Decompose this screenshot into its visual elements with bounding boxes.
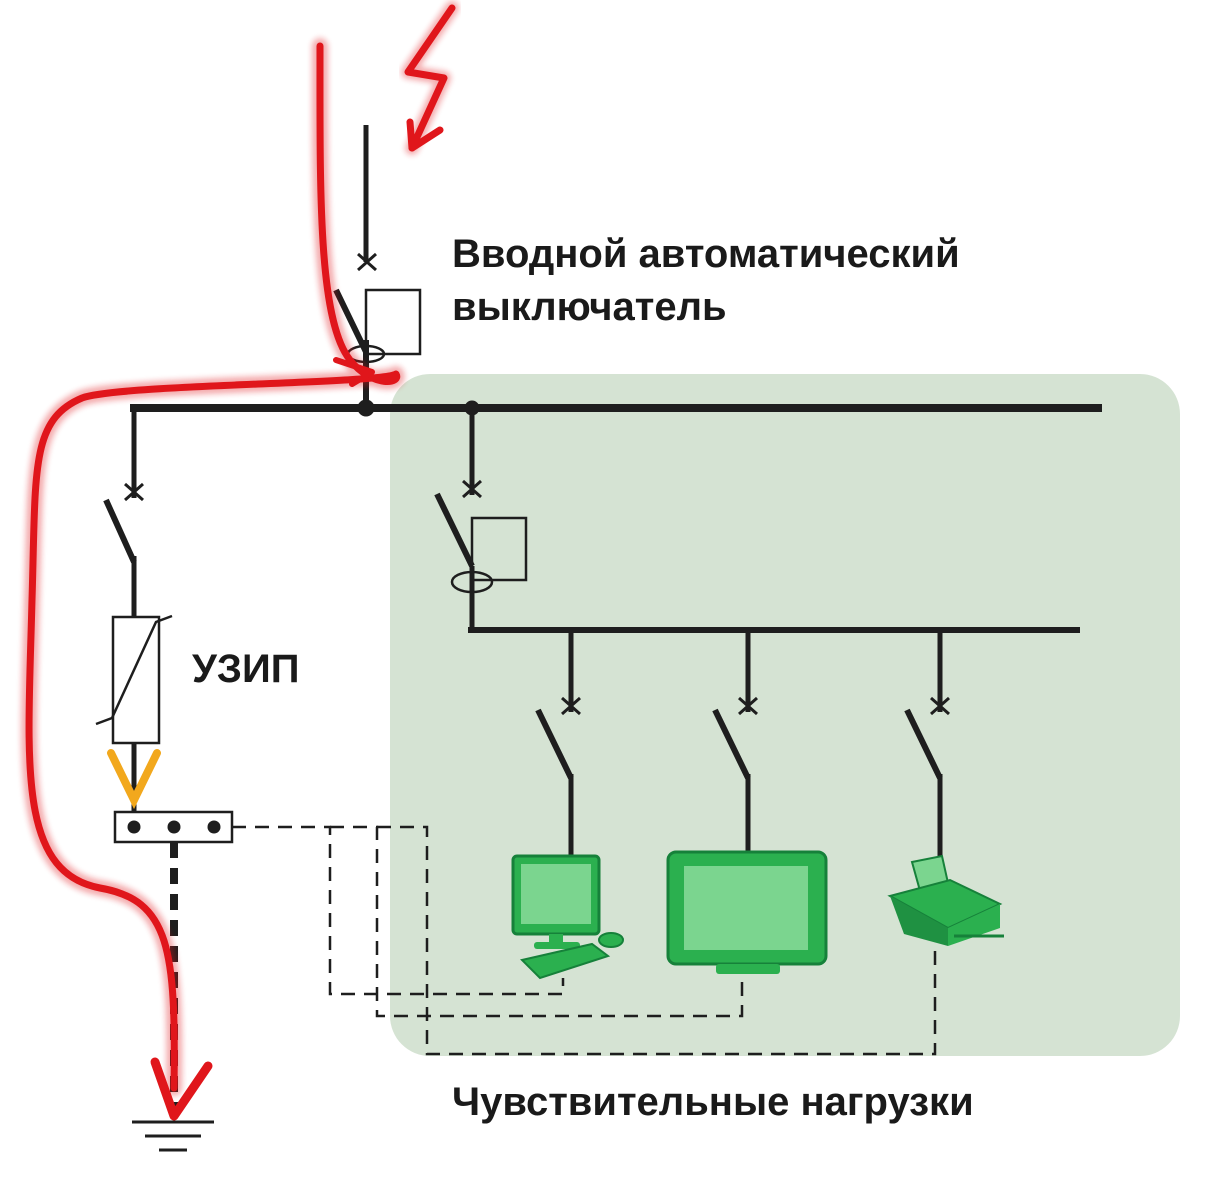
spd-varistor	[111, 615, 161, 745]
sensitive-loads-label: Чувствительные нагрузки	[452, 1080, 974, 1124]
load-breaker-2	[712, 630, 758, 854]
load-breaker-1	[535, 630, 581, 858]
main-breaker-label-line1: Вводной автоматический	[452, 232, 960, 276]
printer-icon	[887, 854, 1004, 946]
load-breaker-3	[904, 630, 950, 860]
lightning-icon	[401, 1, 459, 155]
monitor-icon	[511, 854, 624, 980]
surge-current-path	[21, 38, 405, 1121]
spd-branch	[95, 408, 173, 818]
rcd-breaker	[434, 400, 528, 630]
arrow-marker-icon	[107, 749, 161, 810]
main-breaker-label-line2: выключатель	[452, 285, 727, 329]
ground-terminal	[113, 810, 234, 844]
protective-conductors	[232, 825, 937, 1056]
spd-label: УЗИП	[192, 647, 300, 691]
ground-icon	[132, 1120, 214, 1152]
tv-icon	[666, 850, 828, 974]
